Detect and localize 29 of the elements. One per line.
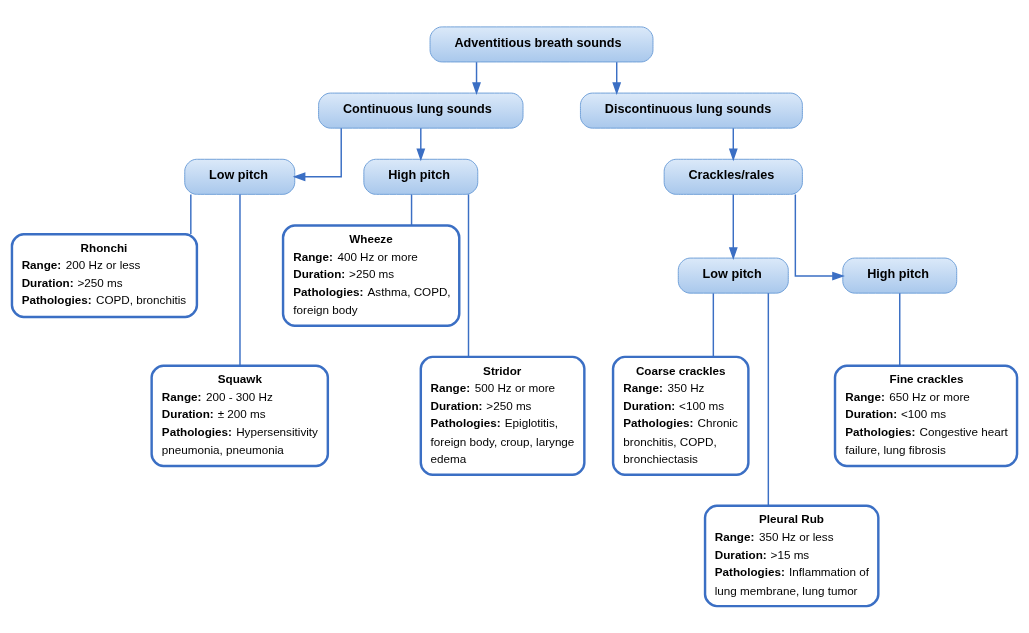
arrow [472, 61, 481, 96]
node-box: Discontinuous lung sounds [579, 92, 803, 129]
arrow [612, 61, 622, 96]
node-box: Crackles/rales [663, 158, 803, 195]
node-box: Rhonchi Range: 200 Hz or less Duration: >250 ms Pathologies: COPD, bronchitis [10, 233, 199, 319]
node-box: Adventitious breath sounds [429, 26, 654, 63]
connector [767, 292, 770, 507]
node-box: Continuous lung sounds [318, 92, 524, 129]
arrow [416, 127, 426, 162]
node-box: Pleural Rub Range: 350 Hz or less Duration: >15 ms Pathologies: Inflammation of lung membrane, lung tumor [703, 504, 880, 608]
node-box: Wheeze Range: 400 Hz or more Duration: >250 ms Pathologies: Asthma, COPD, foreign body [281, 224, 461, 327]
node-box: Low pitch [184, 158, 296, 195]
node-box: Fine crackles Range: 650 Hz or more Duration: <100 ms Pathologies: Congestive heart failure, lung fibrosis [833, 364, 1019, 468]
node-box: Coarse crackles Range: 350 Hz Duration: <100 ms Pathologies: Chronic bronchitis, COPD, bronchiectasis [611, 355, 750, 476]
connector [190, 193, 192, 235]
arrow [292, 127, 342, 182]
arrow [794, 193, 845, 281]
arrow [728, 127, 738, 162]
node-box: High pitch [363, 158, 479, 195]
arrow [728, 193, 738, 260]
connector [410, 193, 413, 227]
connector [712, 292, 715, 358]
connector [467, 193, 470, 358]
node-box: Stridor Range: 500 Hz or more Duration: >250 ms Pathologies: Epiglotitis, foreign body, croup, larynge edema [419, 355, 586, 476]
node-box: Squawk Range: 200 - 300 Hz Duration: ± 200 ms Pathologies: Hypersensitivity pneumonia, pneumonia [150, 364, 330, 468]
connector [899, 292, 901, 367]
connector [239, 193, 241, 366]
node-box: High pitch [842, 257, 958, 294]
node-box: Low pitch [677, 257, 789, 294]
